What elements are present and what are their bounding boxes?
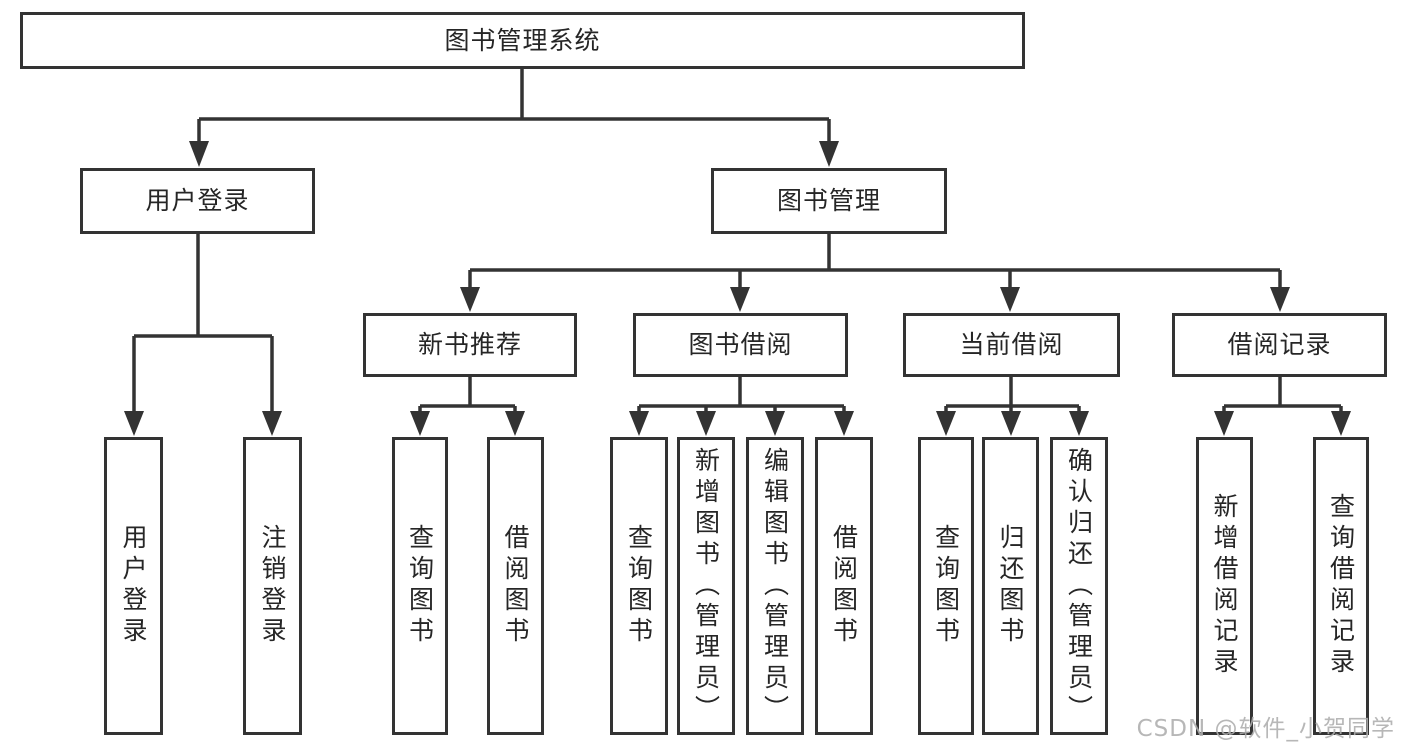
leaf-borrow-books-2: 借阅图书 (815, 437, 873, 735)
connector-borrowing-records-children (1222, 377, 1343, 415)
node-user-login: 用户登录 (80, 168, 315, 234)
arrow-down-icon (819, 141, 839, 167)
node-book-management: 图书管理 (711, 168, 947, 234)
arrowheads-level2 (189, 141, 839, 167)
arrow-down-icon (1214, 411, 1234, 436)
arrow-down-icon (696, 411, 716, 436)
arrowheads-group4 (1214, 411, 1351, 436)
connector-root-to-level2 (197, 69, 831, 146)
node-borrowing-records: 借阅记录 (1172, 313, 1387, 377)
arrow-down-icon (262, 411, 282, 436)
arrowheads-group3 (936, 411, 1089, 436)
node-new-book-recommendation: 新书推荐 (363, 313, 577, 377)
leaf-return-books: 归还图书 (982, 437, 1039, 735)
arrow-down-icon (505, 411, 525, 436)
arrow-down-icon (629, 411, 649, 436)
watermark-csdn: CSDN @软件_小贺同学 (1136, 716, 1395, 742)
arrow-down-icon (460, 287, 480, 312)
arrow-down-icon (124, 411, 144, 436)
leaf-confirm-return-admin: 确认归还（管理员） (1050, 437, 1108, 735)
leaf-query-books-2: 查询图书 (610, 437, 668, 735)
arrowheads-user-login (124, 411, 282, 436)
leaf-borrow-books-1: 借阅图书 (487, 437, 544, 735)
arrow-down-icon (1331, 411, 1351, 436)
leaf-add-books-admin: 新增图书（管理员） (677, 437, 735, 735)
leaf-user-login: 用户登录 (104, 437, 163, 735)
arrow-down-icon (1270, 287, 1290, 312)
connector-book-management-children (468, 234, 1282, 291)
leaf-add-borrow-record: 新增借阅记录 (1196, 437, 1253, 735)
arrow-down-icon (1069, 411, 1089, 436)
leaf-edit-books-admin: 编辑图书（管理员） (746, 437, 804, 735)
leaf-logout-login: 注销登录 (243, 437, 302, 735)
arrow-down-icon (730, 287, 750, 312)
connector-book-borrowing-children (637, 377, 846, 415)
arrow-down-icon (765, 411, 785, 436)
connector-user-login-children (132, 234, 274, 415)
leaf-query-books-3: 查询图书 (918, 437, 974, 735)
node-library-management-system: 图书管理系统 (20, 12, 1025, 69)
arrow-down-icon (1000, 287, 1020, 312)
arrow-down-icon (410, 411, 430, 436)
arrow-down-icon (936, 411, 956, 436)
arrow-down-icon (1001, 411, 1021, 436)
arrow-down-icon (834, 411, 854, 436)
arrow-down-icon (189, 141, 209, 167)
leaf-query-borrow-record: 查询借阅记录 (1313, 437, 1369, 735)
arrowheads-group1 (410, 411, 525, 436)
leaf-query-books-1: 查询图书 (392, 437, 448, 735)
connector-new-book-recommendation-children (418, 377, 517, 415)
node-book-borrowing: 图书借阅 (633, 313, 848, 377)
node-current-borrowing: 当前借阅 (903, 313, 1120, 377)
arrowheads-level3 (460, 287, 1290, 312)
connector-current-borrowing-children (944, 377, 1081, 415)
arrowheads-group2 (629, 411, 854, 436)
